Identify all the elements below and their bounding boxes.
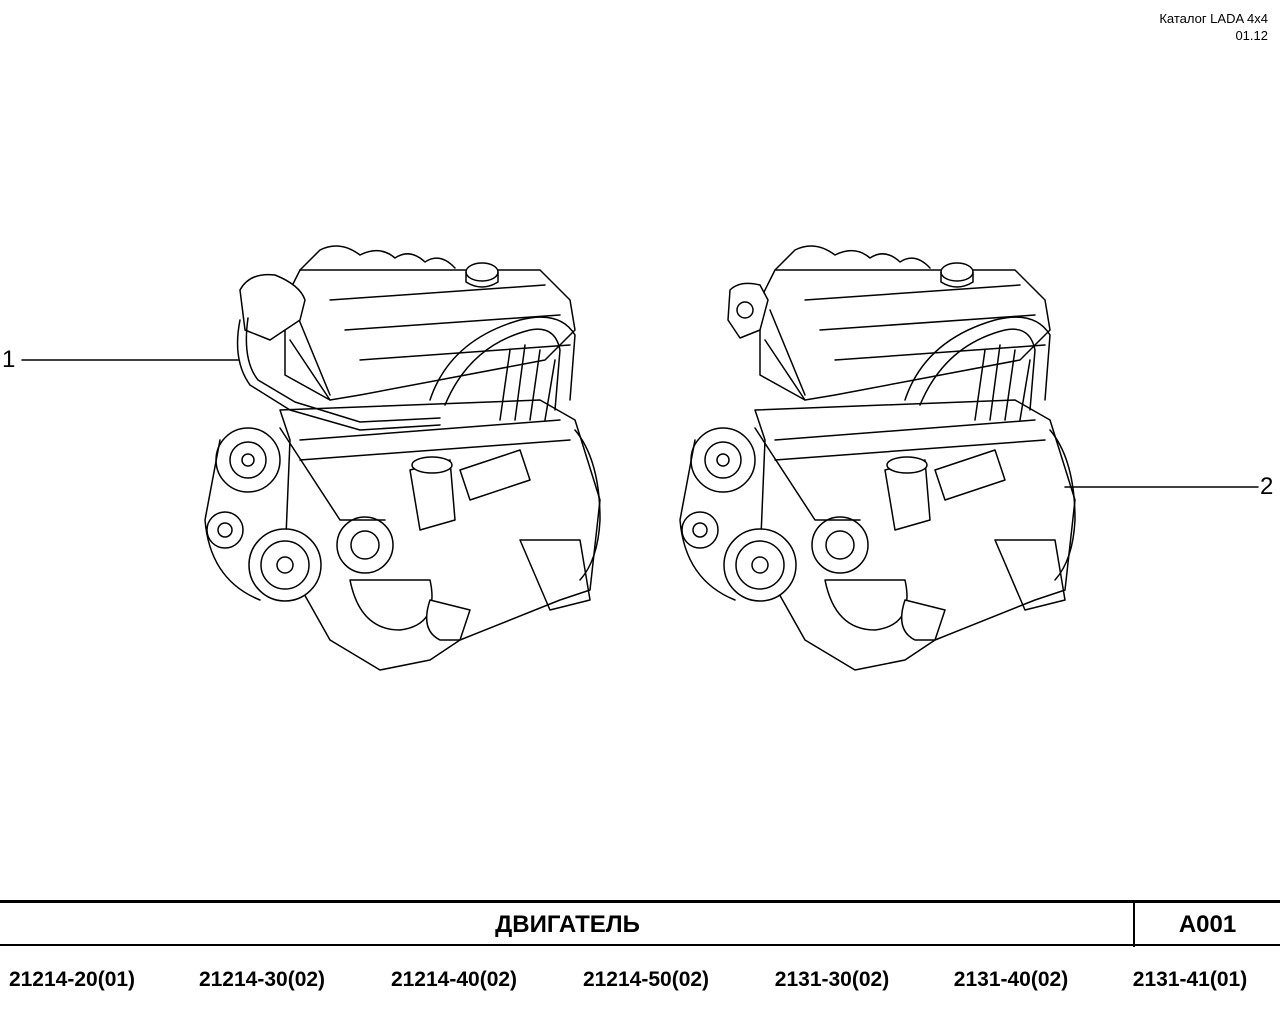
engine-2-drawing [679,245,1076,671]
callout-1: 1 [2,346,16,373]
model-item: 2131-41(01) [1132,968,1248,991]
engine-illustration [21,245,1259,671]
catalog-date: 01.12 [1235,28,1268,43]
model-item: 21214-20(01) [8,968,136,991]
model-item: 21214-50(02) [582,968,710,991]
title-divider [1133,903,1135,947]
model-list: 21214-20(01) 21214-30(02) 21214-40(02) 2… [0,968,1280,1000]
callout-2: 2 [1260,473,1274,500]
model-item: 2131-40(02) [953,968,1069,991]
section-code: A001 [1178,911,1237,938]
page-title: ДВИГАТЕЛЬ [495,911,640,938]
title-block: ДВИГАТЕЛЬ A001 [0,900,1280,947]
model-item: 21214-40(02) [390,968,518,991]
engine-1-drawing [204,245,601,671]
catalog-header: Каталог LADA 4x4 01.12 [1159,10,1268,44]
catalog-name: Каталог LADA 4x4 [1159,11,1268,26]
model-item: 21214-30(02) [198,968,326,991]
model-item: 2131-30(02) [774,968,890,991]
